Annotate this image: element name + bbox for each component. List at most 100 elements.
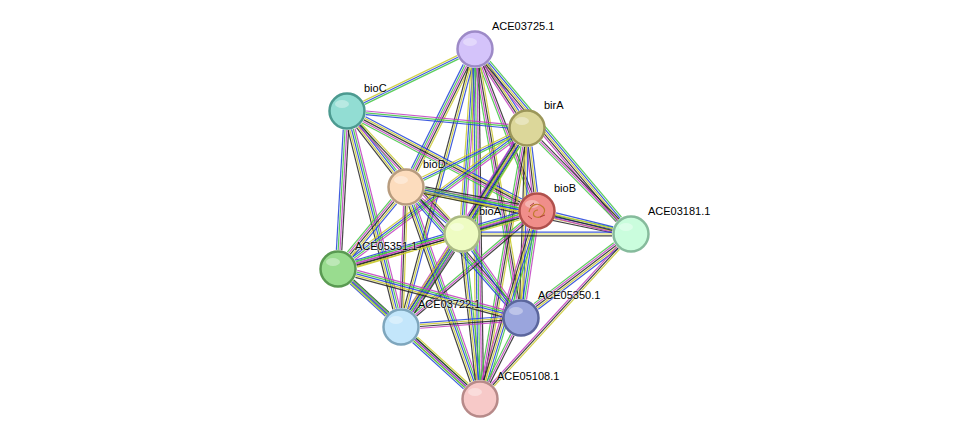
interaction-edge	[355, 213, 520, 267]
interaction-edge	[400, 206, 407, 308]
node-highlight	[326, 258, 340, 266]
evidence-line	[400, 206, 404, 308]
protein-node: ACE05108.1	[461, 380, 499, 418]
node-disc	[504, 301, 539, 336]
evidence-line	[358, 127, 394, 173]
protein-node: bioC	[328, 92, 366, 130]
node-disc	[510, 111, 545, 146]
node-circle	[443, 215, 481, 253]
interaction-edge	[471, 249, 511, 304]
node-highlight	[619, 223, 633, 231]
node-circle	[319, 250, 357, 288]
interaction-edge	[521, 229, 537, 299]
protein-structure	[528, 203, 545, 219]
evidence-line	[556, 213, 613, 227]
node-label: bioB	[554, 182, 576, 195]
node-disc	[520, 194, 555, 229]
node-highlight	[335, 100, 349, 108]
node-highlight	[394, 176, 408, 184]
evidence-line	[410, 143, 516, 310]
node-disc	[389, 170, 424, 205]
node-highlight	[450, 223, 464, 231]
evidence-line	[555, 218, 612, 232]
evidence-line	[355, 277, 501, 316]
interaction-edge	[420, 317, 503, 329]
protein-node: bioD	[387, 168, 425, 206]
node-label: ACE03725.1	[492, 20, 554, 33]
evidence-line	[356, 215, 519, 262]
interaction-edge	[534, 243, 618, 310]
node-circle	[612, 215, 650, 253]
node-label: ACE05350.1	[538, 289, 600, 302]
evidence-line	[336, 130, 343, 250]
evidence-line	[538, 248, 618, 309]
evidence-line	[356, 276, 502, 315]
evidence-line	[494, 249, 619, 386]
node-circle	[387, 168, 425, 206]
evidence-line	[357, 272, 503, 311]
protein-node: bioA	[443, 215, 481, 253]
evidence-line	[420, 322, 502, 328]
evidence-line	[353, 281, 388, 313]
node-circle	[456, 30, 494, 68]
protein-structure	[529, 204, 544, 217]
evidence-line	[365, 59, 459, 104]
evidence-line	[555, 216, 612, 230]
protein-node: bioB	[518, 192, 556, 230]
node-disc	[384, 310, 419, 345]
evidence-line	[474, 249, 511, 302]
evidence-line	[556, 215, 613, 229]
evidence-line	[471, 251, 508, 304]
node-highlight	[509, 307, 523, 315]
node-circle	[461, 380, 499, 418]
evidence-line	[413, 342, 464, 388]
evidence-line	[463, 253, 477, 380]
evidence-line	[536, 246, 616, 307]
protein-node: ACE05350.1	[502, 299, 540, 337]
node-label: ACE05351.1	[355, 240, 417, 253]
node-highlight	[463, 38, 477, 46]
interaction-edge	[413, 337, 469, 389]
node-disc	[614, 217, 649, 252]
protein-node: ACE03722.1	[382, 308, 420, 346]
interaction-edge	[355, 270, 503, 316]
node-label: bioA	[479, 205, 501, 218]
interaction-edge	[491, 247, 619, 386]
node-label: bioD	[423, 158, 446, 171]
evidence-line	[352, 282, 466, 386]
evidence-line	[356, 216, 519, 263]
evidence-line	[414, 341, 465, 387]
interaction-edge	[461, 253, 480, 381]
evidence-line	[352, 129, 397, 308]
evidence-line	[415, 340, 466, 386]
evidence-line	[411, 144, 517, 311]
evidence-line	[481, 146, 522, 380]
interaction-edge	[351, 281, 467, 388]
evidence-line	[481, 233, 612, 234]
node-highlight	[468, 388, 482, 396]
node-disc	[463, 382, 498, 417]
node-circle	[328, 92, 366, 130]
node-label: birA	[544, 99, 564, 112]
protein-node: ACE05351.1	[319, 250, 357, 288]
evidence-line	[366, 113, 508, 126]
node-circle	[518, 192, 556, 230]
node-label: ACE05108.1	[497, 370, 559, 383]
evidence-line	[481, 232, 612, 233]
evidence-line	[534, 243, 614, 304]
node-label: bioC	[364, 82, 387, 95]
evidence-line	[355, 213, 518, 260]
protein-node: ACE03725.1	[456, 30, 494, 68]
evidence-line	[416, 338, 467, 384]
evidence-line	[491, 247, 616, 384]
evidence-line	[364, 57, 458, 102]
node-circle	[382, 308, 420, 346]
node-disc	[330, 94, 365, 129]
interaction-edge	[481, 232, 612, 236]
evidence-line	[493, 248, 618, 385]
evidence-line	[473, 250, 510, 303]
evidence-line	[363, 56, 457, 101]
evidence-line	[537, 247, 617, 308]
